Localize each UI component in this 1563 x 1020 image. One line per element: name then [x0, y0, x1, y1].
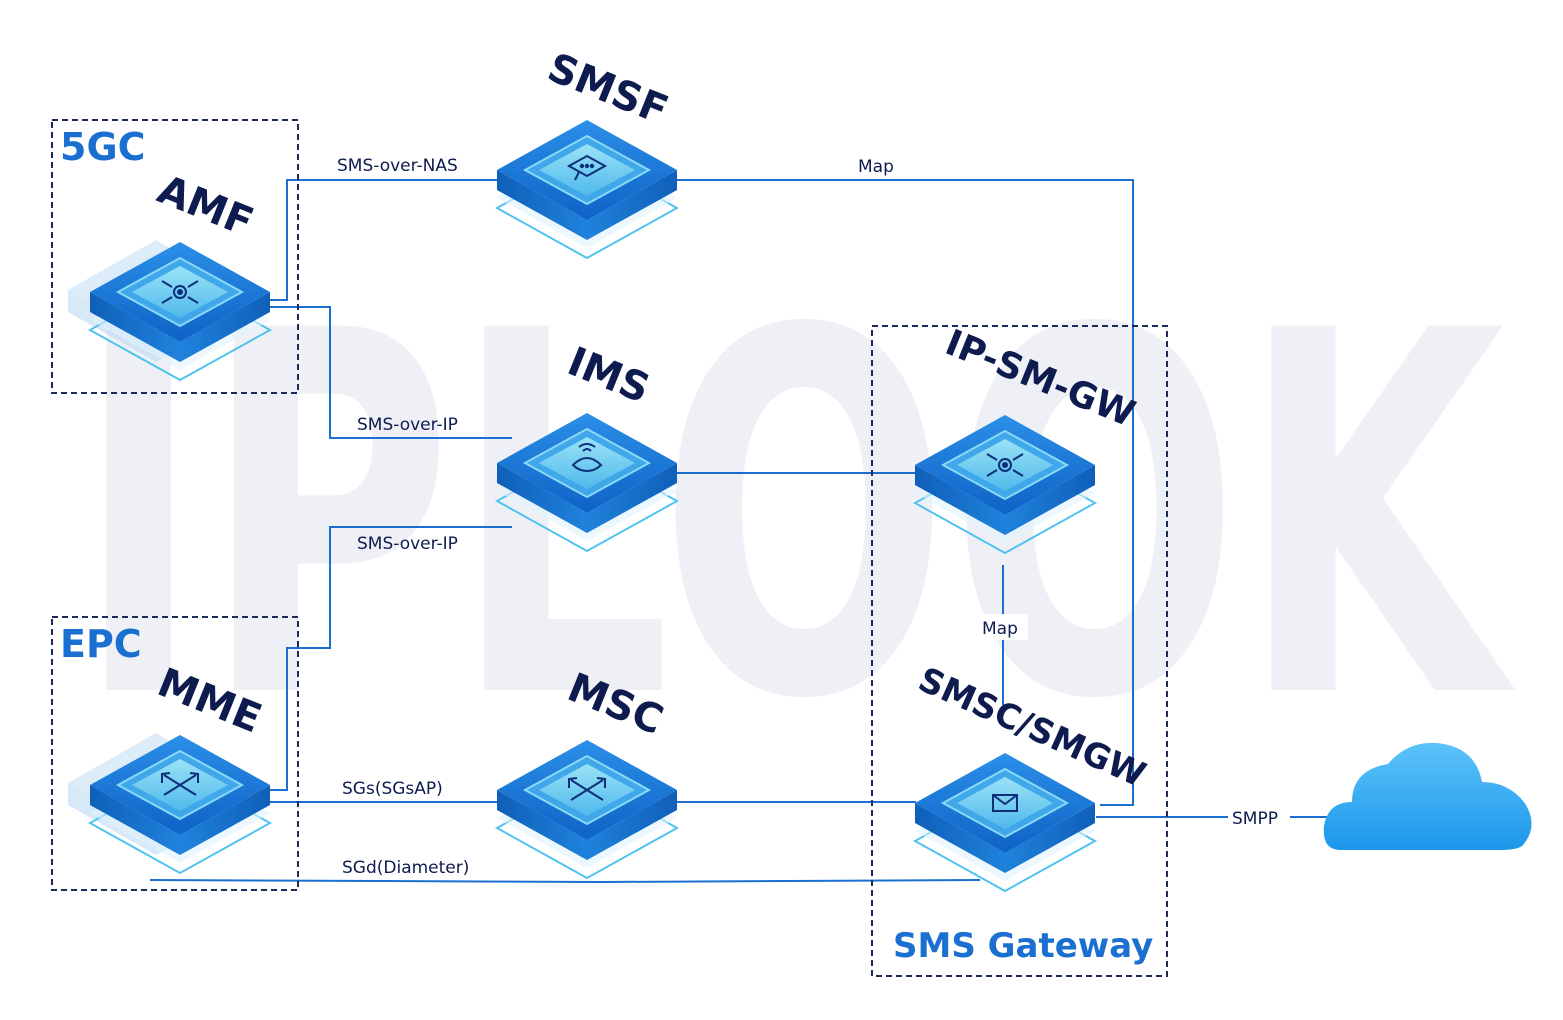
network-hub-icon: [161, 280, 199, 304]
line-mme-smsc-sgd: [149, 879, 981, 884]
group-sms-gateway-box: [871, 325, 1168, 977]
line-amf-smsf: [270, 179, 497, 301]
chat-bubble-icon: [566, 154, 608, 181]
edge-label-sms-over-ip-1: SMS-over-IP: [357, 415, 458, 435]
group-epc-label: EPC: [60, 622, 142, 666]
line-mme-ims: [270, 526, 512, 791]
group-sms-gateway: SMS Gateway: [871, 325, 1168, 977]
group-sms-gateway-label: SMS Gateway: [893, 926, 1153, 966]
edge-label-map-top: Map: [858, 157, 894, 177]
group-5gc-label: 5GC: [60, 125, 146, 169]
crossed-arrows-icon: [161, 772, 199, 796]
network-hub-icon: [986, 453, 1024, 477]
cloud-icon: [1323, 742, 1532, 850]
edge-label-sms-over-nas: SMS-over-NAS: [337, 156, 458, 176]
edge-label-map-gw: Map: [982, 619, 1018, 639]
envelope-icon: [992, 794, 1018, 812]
group-epc: EPC: [51, 616, 299, 891]
phone-icon: [571, 443, 603, 473]
edge-label-sgs: SGs(SGsAP): [342, 779, 443, 799]
edge-label-smpp: SMPP: [1232, 809, 1278, 829]
group-5gc: 5GC: [51, 119, 299, 394]
edge-label-sms-over-ip-2: SMS-over-IP: [357, 534, 458, 554]
group-epc-box: [51, 616, 299, 891]
line-smsf-smsc-map: [677, 179, 1134, 806]
node-smsf-label: SMSF: [541, 45, 674, 134]
edge-labels: SMS-over-NAS Map SMS-over-IP SMS-over-IP…: [334, 152, 1290, 878]
watermark: IPLOOK: [75, 226, 1518, 808]
group-5gc-box: [51, 119, 299, 394]
line-amf-ims: [270, 306, 512, 439]
crossed-arrows-icon: [568, 777, 606, 801]
edge-label-sgd: SGd(Diameter): [342, 858, 469, 878]
